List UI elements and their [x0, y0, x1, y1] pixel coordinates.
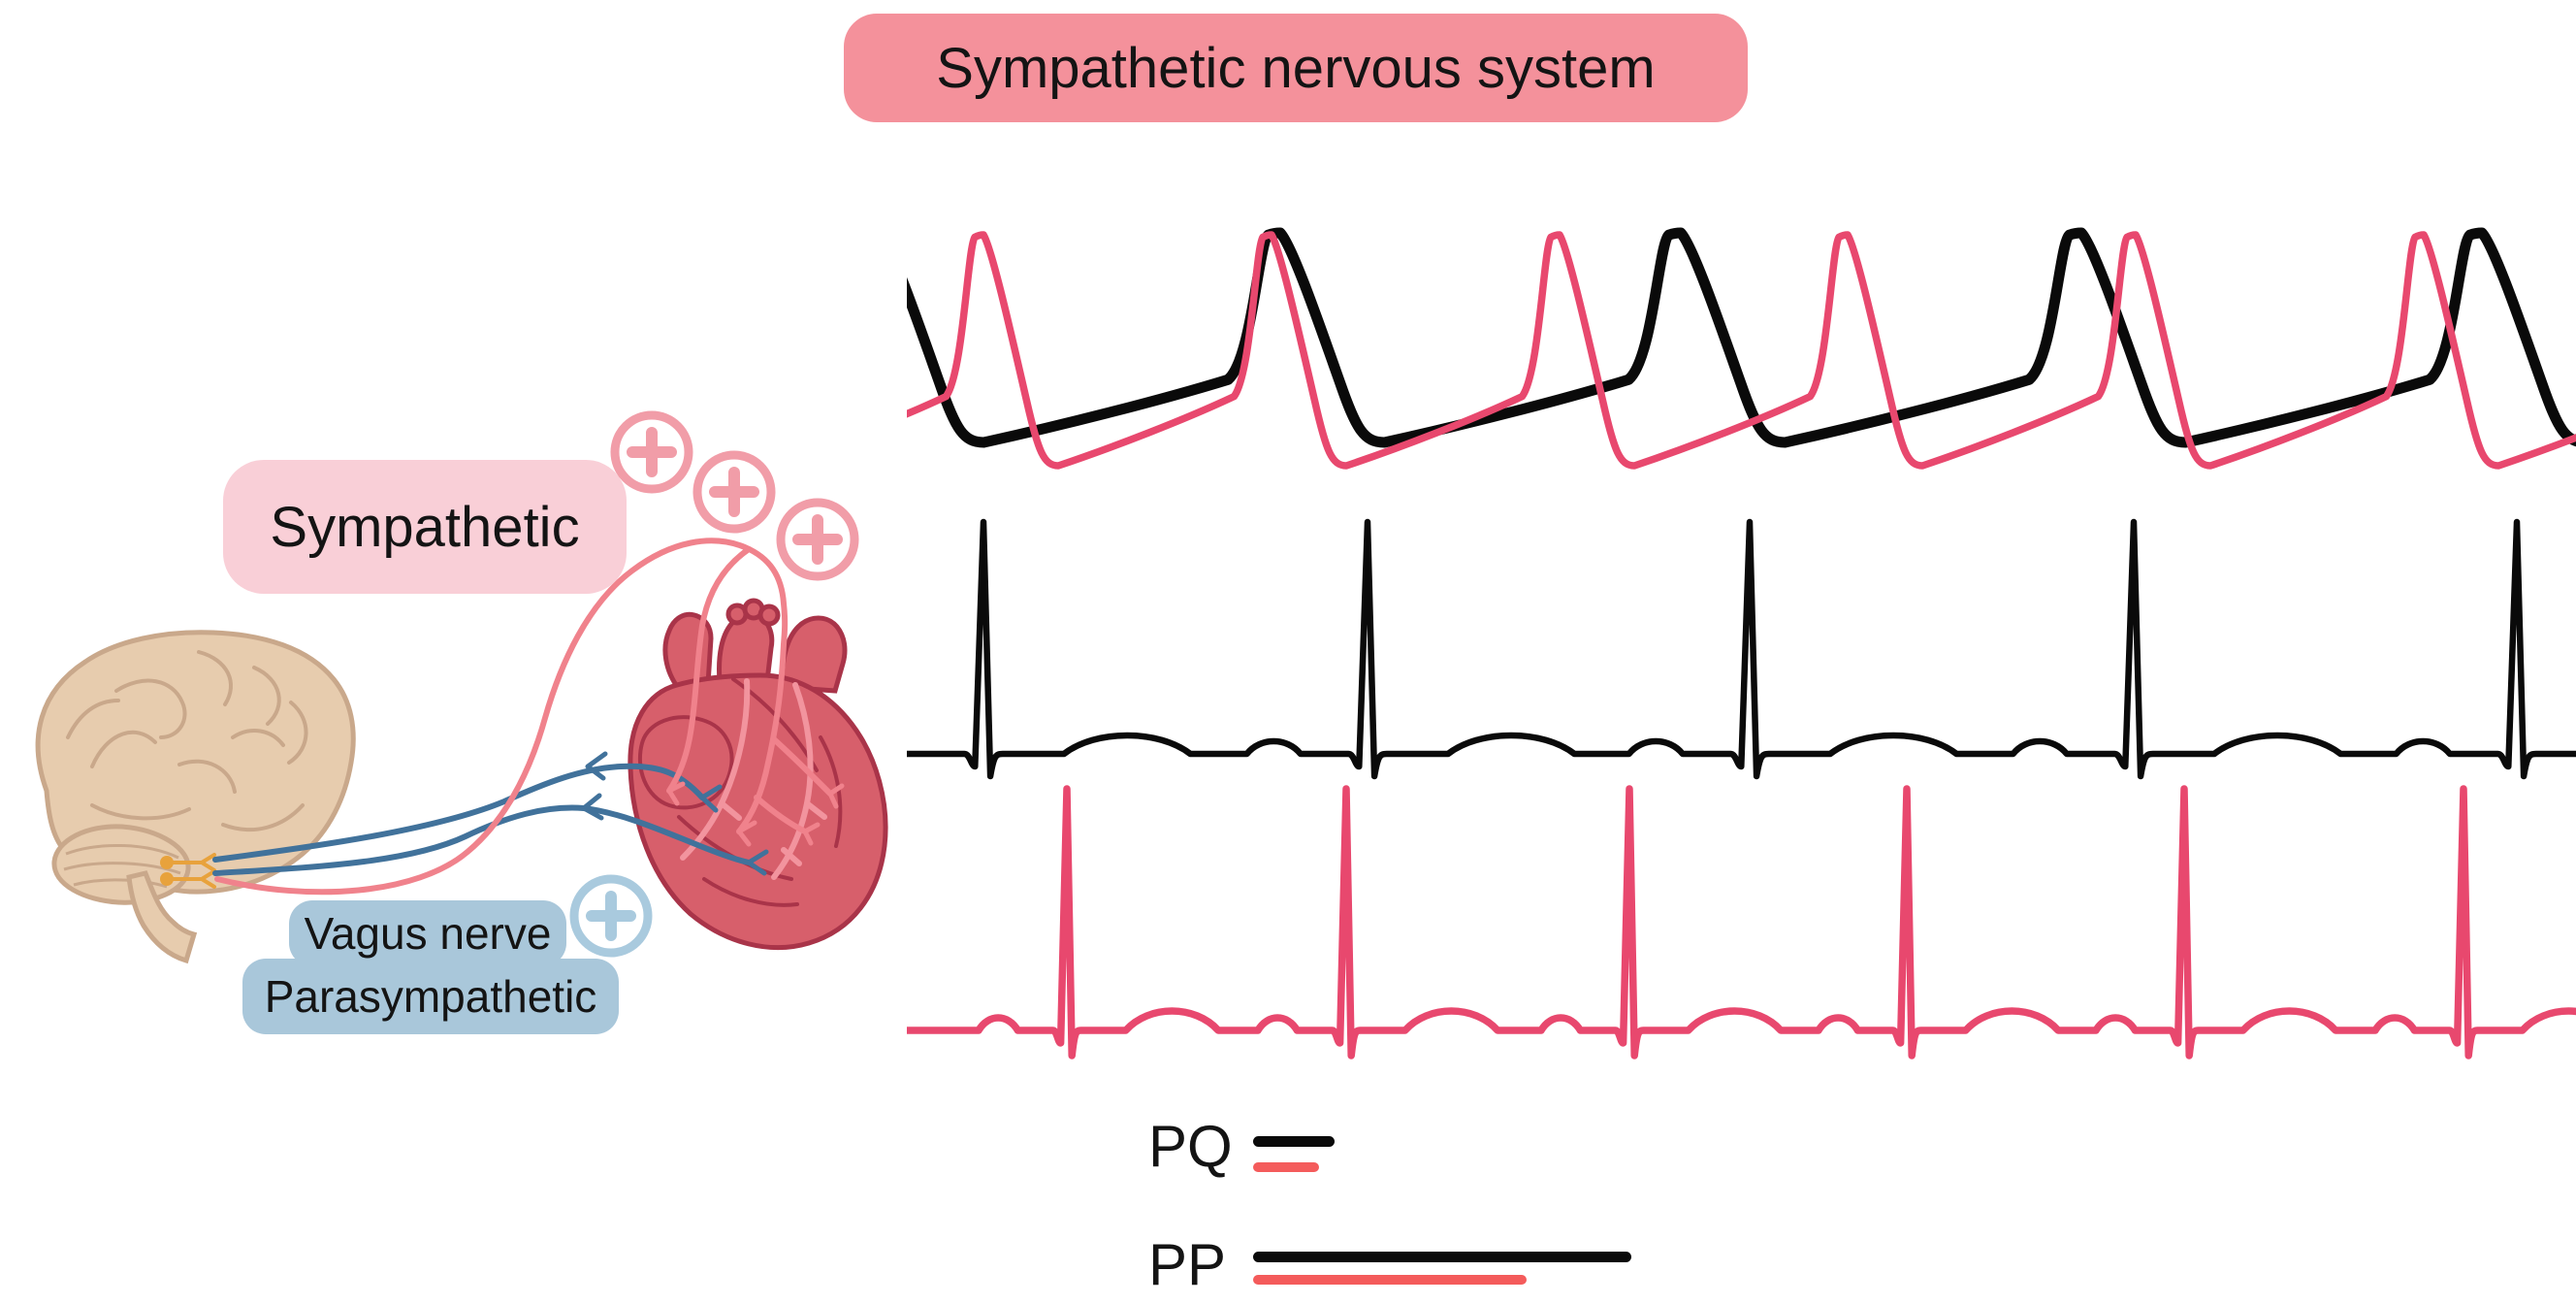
cerebellum-folds — [63, 844, 181, 889]
vagus-nerve-label: Vagus nerve — [289, 900, 566, 966]
plus-icon-parasympathetic — [569, 874, 653, 958]
title-banner: Sympathetic nervous system — [844, 14, 1748, 122]
legend-pq-label: PQ — [1148, 1114, 1233, 1179]
legend-pq-black-line — [1253, 1136, 1335, 1147]
plus-icon-sympathetic-2 — [692, 450, 776, 534]
vagus-nerve-paths — [212, 751, 769, 876]
action-potential-trace-normal — [907, 227, 2576, 448]
parasympathetic-label: Parasympathetic — [242, 959, 619, 1034]
sympathetic-twig-2 — [754, 795, 808, 834]
vagus-branch-lower — [212, 804, 752, 876]
synapse-icons — [160, 853, 216, 889]
sympathetic-nerve-paths — [214, 538, 845, 896]
brain-gyri — [66, 650, 308, 832]
legend-pp-red-line — [1253, 1275, 1527, 1285]
sympathetic-branch — [666, 546, 752, 794]
ecg-trace-normal — [907, 518, 2576, 780]
sympathetic-nerve-endings — [666, 781, 845, 847]
sympathetic-label: Sympathetic — [223, 460, 627, 594]
plus-icon-sympathetic-1 — [610, 410, 693, 494]
brain-illustration — [35, 630, 356, 964]
nerve-connectors — [212, 538, 845, 896]
sympathetic-label-text: Sympathetic — [270, 495, 580, 559]
sympathetic-twig-1 — [771, 736, 833, 797]
vagus-branch-upper — [212, 763, 705, 863]
plus-icon-sympathetic-3 — [776, 498, 859, 581]
title-text: Sympathetic nervous system — [936, 36, 1656, 100]
legend-pq-red-line — [1253, 1162, 1319, 1172]
legend-pp-label: PP — [1148, 1232, 1227, 1297]
ecg-trace-sympathetic — [907, 785, 2576, 1060]
vagus-nerve-label-text: Vagus nerve — [304, 908, 552, 959]
action-potential-trace-sympathetic — [907, 231, 2576, 470]
vagus-nerve-endings — [581, 751, 769, 876]
legend-pp-black-line — [1253, 1252, 1631, 1262]
brain-stem — [126, 870, 198, 964]
parasympathetic-label-text: Parasympathetic — [264, 971, 597, 1022]
sympathetic-main — [214, 538, 789, 896]
